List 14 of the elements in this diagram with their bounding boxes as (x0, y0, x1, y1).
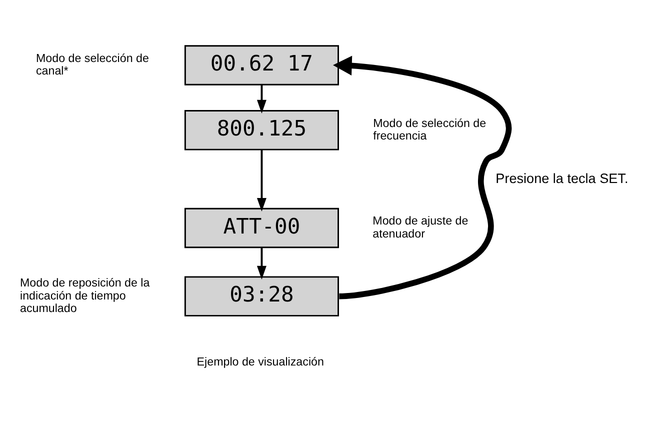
node-label: Modo de selección de canal* (36, 51, 149, 78)
node-label: Modo de reposición de la indicación de tiempo acumulado (20, 276, 150, 314)
node-box: 800.125 (184, 110, 339, 150)
arrow (256, 246, 266, 279)
node-box: 00.62 17 (184, 44, 339, 85)
node-box: 03:28 (184, 276, 339, 316)
arrow (332, 55, 512, 299)
label: Ejemplo de visualización (196, 355, 324, 368)
node-box: ATT-00 (184, 207, 339, 248)
arrow (256, 149, 266, 212)
edge-label: Presione la tecla SET. (496, 170, 628, 186)
node-label: Modo de selección de frecuencia (373, 116, 486, 142)
arrow (256, 84, 266, 113)
node-label: Modo de ajuste de atenuador (372, 214, 468, 240)
